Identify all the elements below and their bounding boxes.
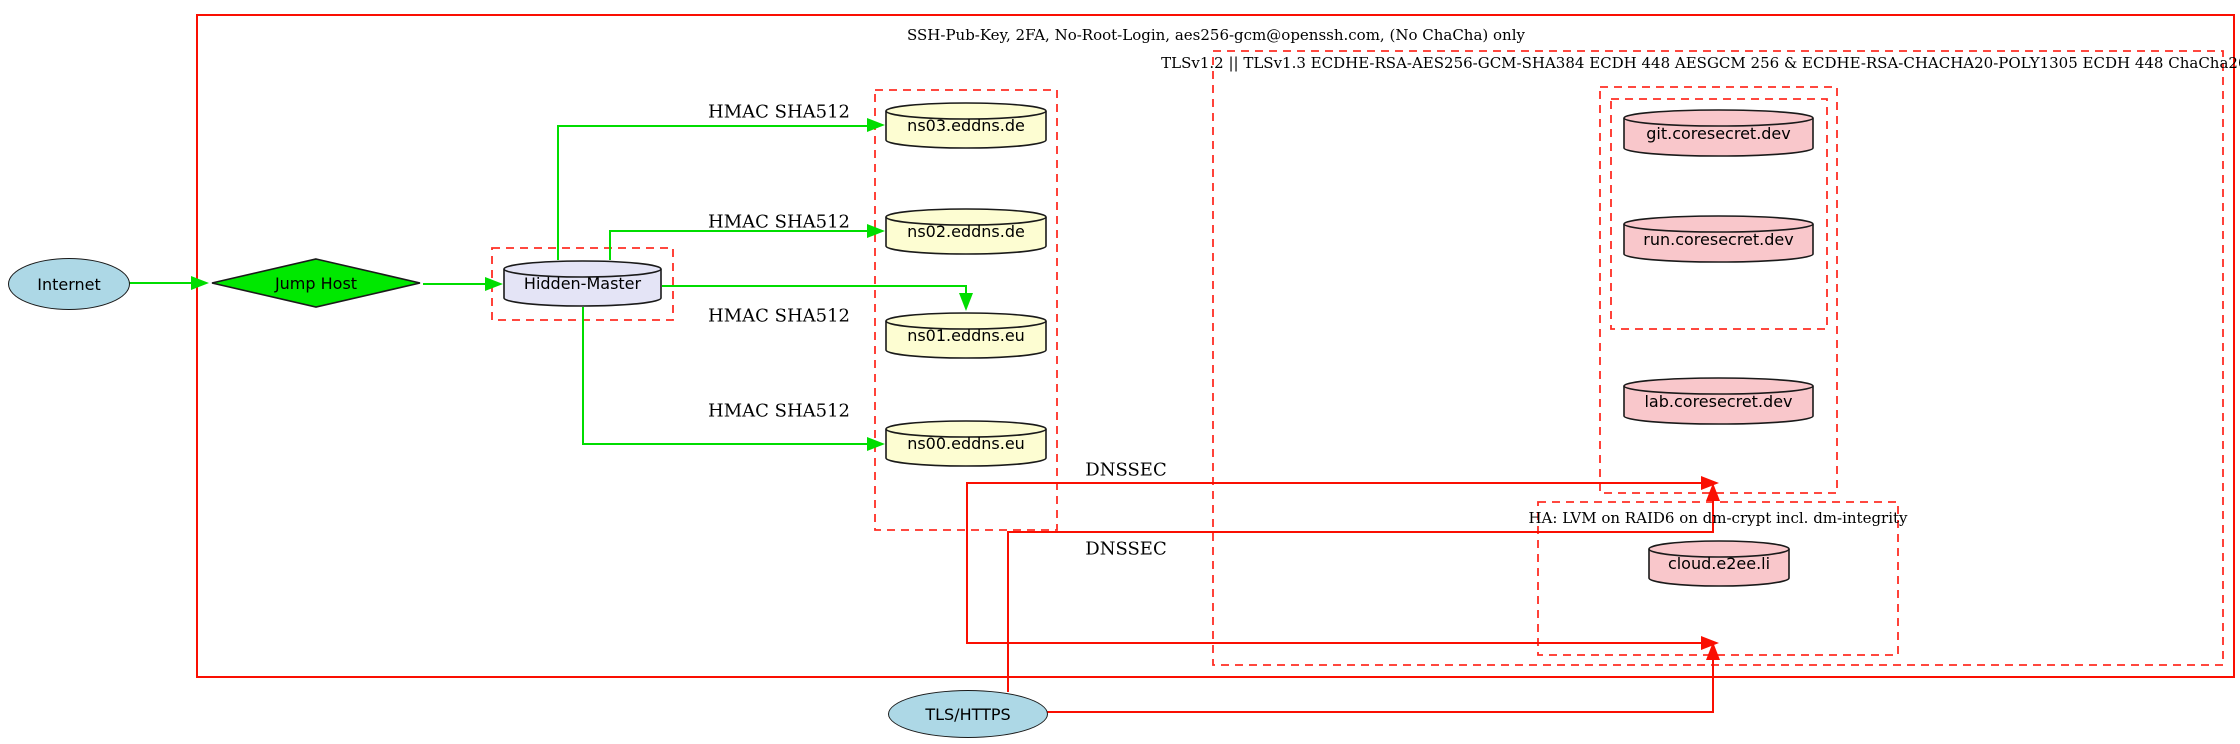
- edge-hiddenmaster-ns03: [557, 125, 868, 260]
- edge-hiddenmaster-ns02: [609, 230, 868, 260]
- arrowhead-ns02: [867, 224, 885, 238]
- node-git-label: git.coresecret.dev: [1646, 123, 1791, 143]
- arrowhead-ns00: [867, 437, 885, 451]
- diamond-shape: [211, 258, 421, 308]
- edge-label-hmac-ns01: HMAC SHA512: [707, 305, 851, 327]
- cluster-tls-box: [1212, 50, 2224, 666]
- node-ns03-label: ns03.eddns.de: [907, 116, 1025, 135]
- edge-hiddenmaster-ns01: [662, 285, 967, 295]
- node-jump-host-label: Jump Host: [274, 273, 358, 293]
- cylinder-shape: [885, 102, 1047, 149]
- arrowhead-tls-ha: [1706, 642, 1720, 660]
- edge-tls-coresecret: [1007, 501, 1714, 692]
- arrowhead-tls-coresecret: [1706, 483, 1720, 501]
- node-ns02-label: ns02.eddns.de: [907, 222, 1025, 241]
- node-ns00-label: ns00.eddns.eu: [907, 434, 1025, 453]
- node-lab-label: lab.coresecret.dev: [1644, 391, 1793, 411]
- node-run-coresecret: run.coresecret.dev: [1623, 215, 1814, 263]
- cluster-eddns-box: [874, 89, 1058, 531]
- cluster-ssh-box: [196, 14, 2235, 678]
- node-jump-host: Jump Host: [210, 258, 422, 308]
- cluster-ha-label: HA: LVM on RAID6 on dm-crypt incl. dm-in…: [1528, 509, 1908, 527]
- cylinder-shape: [1623, 377, 1814, 425]
- cylinder-shape: [885, 208, 1047, 255]
- arrowhead-ns01: [959, 293, 973, 311]
- arrowhead-dnssec-ha: [1701, 636, 1719, 650]
- cylinder-shape: [1648, 540, 1790, 587]
- node-cloud-label: cloud.e2ee.li: [1667, 554, 1771, 573]
- node-tls-https: TLS/HTTPS: [888, 690, 1048, 738]
- node-hidden-master-label: Hidden-Master: [523, 274, 642, 293]
- node-ns01-label: ns01.eddns.eu: [907, 326, 1025, 345]
- cylinder-shape: [1623, 109, 1814, 157]
- edge-tls-ha: [1047, 660, 1714, 713]
- cylinder-shape: [885, 420, 1047, 467]
- arrowhead-internet-jumphost: [191, 276, 209, 290]
- edge-label-dnssec-ha: DNSSEC: [1085, 538, 1167, 560]
- cylinder-shape: [885, 312, 1047, 359]
- arrowhead-jumphost-hiddenmaster: [485, 277, 503, 291]
- node-ns02: ns02.eddns.de: [885, 208, 1047, 255]
- node-git-coresecret: git.coresecret.dev: [1623, 109, 1814, 157]
- node-ns03: ns03.eddns.de: [885, 102, 1047, 149]
- node-hidden-master: Hidden-Master: [503, 260, 662, 307]
- node-tls-https-label: TLS/HTTPS: [925, 704, 1011, 724]
- cylinder-shape: [1623, 215, 1814, 263]
- node-internet-label: Internet: [37, 274, 101, 294]
- cluster-coresecret-inner-box: [1610, 98, 1828, 330]
- cluster-tls-label: TLSv1.2 || TLSv1.3 ECDHE-RSA-AES256-GCM-…: [1161, 54, 2240, 72]
- node-cloud-e2ee: cloud.e2ee.li: [1648, 540, 1790, 587]
- edge-dnssec-lines: [966, 482, 1702, 644]
- edge-label-dnssec-coresecret: DNSSEC: [1085, 459, 1167, 481]
- node-run-label: run.coresecret.dev: [1643, 229, 1794, 249]
- edge-hiddenmaster-ns00: [582, 307, 868, 445]
- edge-label-hmac-ns00: HMAC SHA512: [707, 400, 851, 422]
- arrowhead-dnssec-coresecret: [1701, 476, 1719, 490]
- edge-label-hmac-ns02: HMAC SHA512: [707, 211, 851, 233]
- cluster-coresecret-outer-box: [1599, 86, 1838, 494]
- node-ns01: ns01.eddns.eu: [885, 312, 1047, 359]
- edge-label-hmac-ns03: HMAC SHA512: [707, 101, 851, 123]
- arrowhead-ns03: [867, 118, 885, 132]
- cluster-ssh-label: SSH-Pub-Key, 2FA, No-Root-Login, aes256-…: [907, 26, 1525, 44]
- node-ns00: ns00.eddns.eu: [885, 420, 1047, 467]
- cylinder-shape: [503, 260, 662, 307]
- node-internet: Internet: [8, 258, 130, 310]
- node-lab-coresecret: lab.coresecret.dev: [1623, 377, 1814, 425]
